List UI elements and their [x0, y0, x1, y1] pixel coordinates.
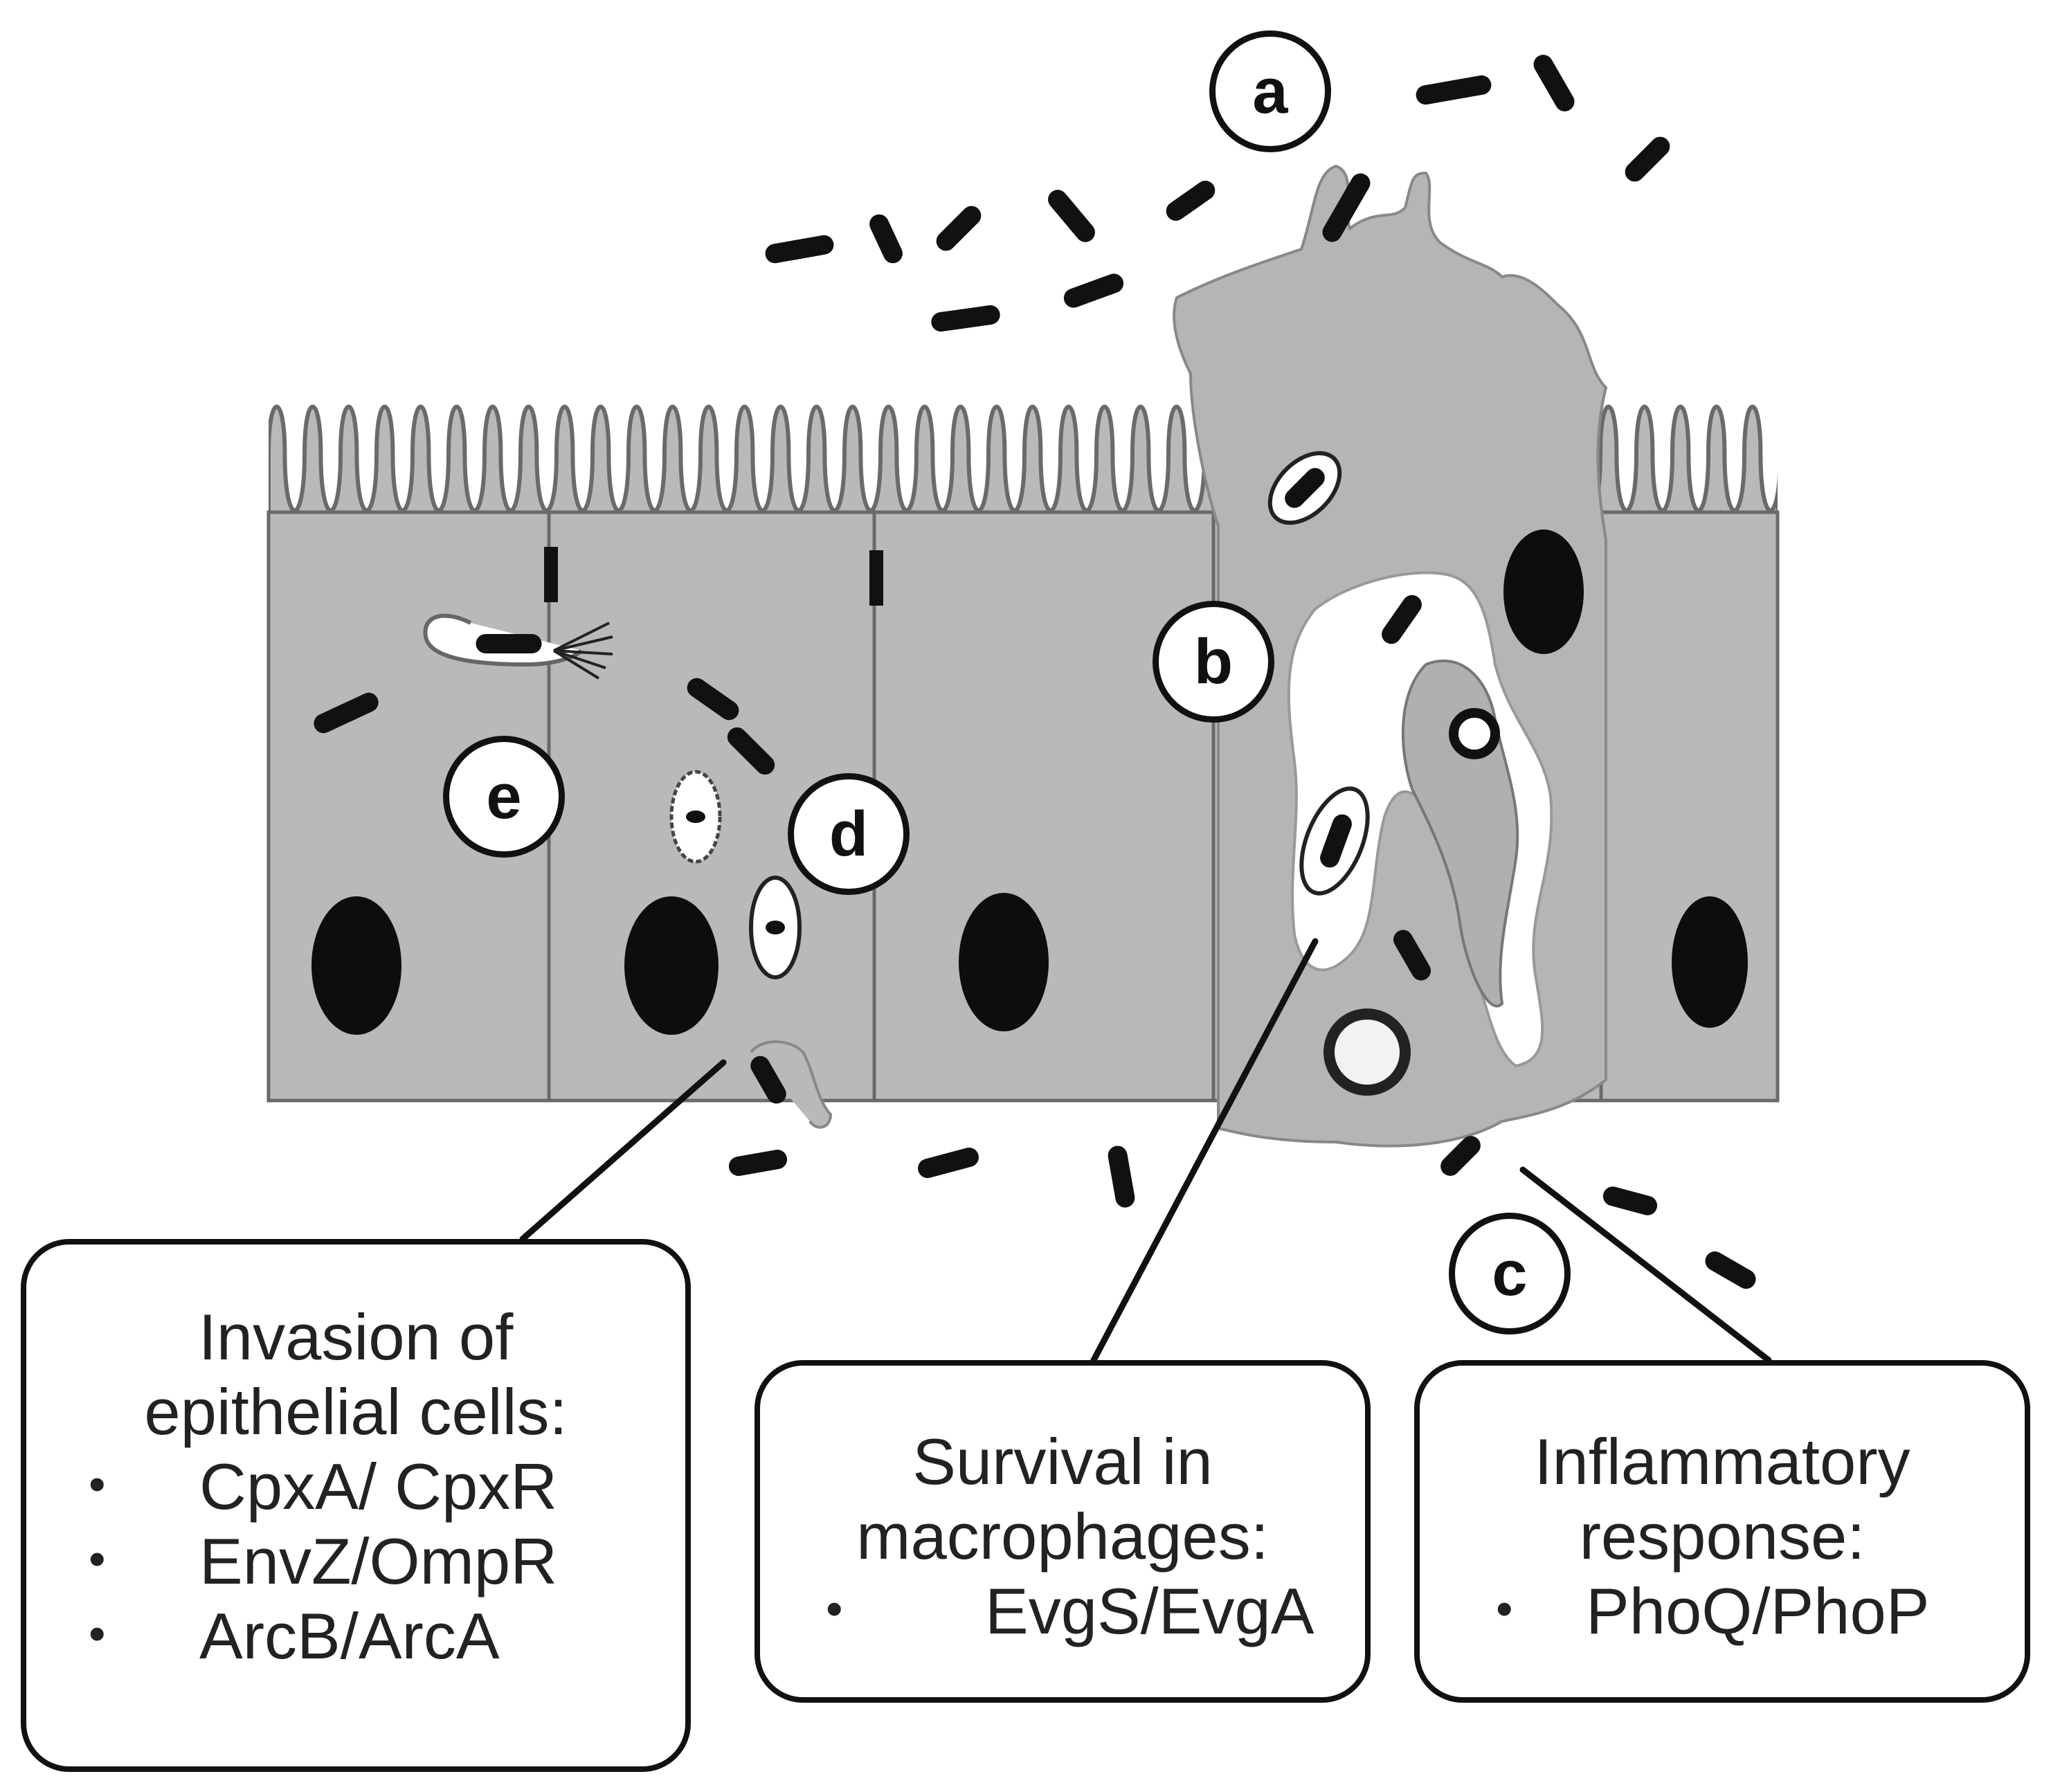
bacterium: [476, 634, 542, 653]
survival-title-line1: Survival in: [912, 1425, 1213, 1498]
epithelium: [266, 164, 1780, 1148]
leader-inflammatory: [1519, 1166, 1772, 1364]
invasion-item-1-text: CpxA/ CpxR: [199, 1450, 558, 1523]
tight-junction-2: [869, 550, 883, 606]
invasion-item-2-text: EnvZ/OmpR: [199, 1525, 558, 1598]
bacterium: [936, 206, 982, 251]
nucleus-5: [1672, 896, 1748, 1028]
inflammatory-item-1: •PhoQ/PhoP: [1496, 1575, 1930, 1648]
bacteria-group: [314, 55, 1756, 1289]
nucleus-4: [1503, 530, 1584, 654]
invasion-item-3: •ArcB/ArcA: [89, 1600, 500, 1673]
label-a: a: [1209, 30, 1331, 152]
bacterium: [727, 727, 775, 775]
bacterium: [1382, 595, 1422, 644]
bacterium: [1393, 930, 1431, 981]
bacterium: [1602, 1186, 1658, 1215]
bacterium: [1533, 55, 1575, 111]
label-b: b: [1153, 601, 1274, 723]
invasion-list: •CpxA/ CpxR •EnvZ/OmpR •ArcB/ArcA: [89, 1449, 685, 1674]
bacterium: [1416, 75, 1492, 105]
bacterium: [1625, 136, 1670, 182]
invasion-item-2: •EnvZ/OmpR: [89, 1525, 558, 1598]
inflammatory-item-1-text: PhoQ/PhoP: [1586, 1575, 1930, 1648]
leader-invasion: [519, 1059, 727, 1242]
invasion-item-1: •CpxA/ CpxR: [89, 1450, 558, 1523]
bacterium: [686, 811, 705, 823]
bacterium: [750, 1056, 786, 1104]
callout-invasion: Invasion of epithelial cells: •CpxA/ Cpx…: [21, 1239, 691, 1772]
nucleus-1: [311, 896, 401, 1035]
bacterium: [1048, 190, 1095, 242]
label-d: d: [788, 773, 910, 895]
survival-title-line2: macrophages:: [856, 1500, 1269, 1573]
survival-item-1-text: EvgS/EvgA: [985, 1575, 1314, 1648]
bacterium: [1705, 1251, 1756, 1289]
tight-junction-1: [544, 547, 558, 602]
bacterium: [869, 214, 903, 264]
leader-survival: [1090, 938, 1319, 1364]
bacterium: [1166, 181, 1216, 221]
label-c: c: [1449, 1213, 1571, 1334]
invasion-title-line2: epithelial cells:: [144, 1375, 568, 1449]
nucleus-2: [624, 896, 719, 1035]
bacterium: [1322, 173, 1371, 242]
bacterium: [931, 305, 1000, 332]
inflammatory-title-line2: response:: [1579, 1500, 1865, 1573]
bacterium: [1108, 1146, 1135, 1208]
bacterium: [1320, 814, 1352, 868]
inflammatory-title-line1: Inflammatory: [1534, 1425, 1910, 1498]
invasion-title-line1: Invasion of: [198, 1301, 514, 1373]
label-e: e: [443, 736, 565, 858]
bacterium: [728, 1150, 788, 1176]
survival-item-1: •EvgS/EvgA: [826, 1575, 1314, 1648]
bacterium: [766, 921, 785, 934]
invasion-item-3-text: ArcB/ArcA: [199, 1600, 500, 1673]
leader-lines: [519, 938, 1772, 1364]
nucleus-3: [959, 893, 1049, 1031]
bacterium: [687, 678, 739, 721]
bacterium: [765, 235, 834, 264]
phagosome: [1449, 708, 1500, 759]
callout-survival: Survival in macrophages: •EvgS/EvgA: [755, 1360, 1371, 1703]
exit-pocket: [750, 1040, 833, 1129]
lymphocyte: [1323, 1008, 1411, 1096]
ruffle-lines: [552, 622, 613, 680]
callout-inflammatory: Inflammatory response: •PhoQ/PhoP: [1414, 1360, 2030, 1703]
epithelial-cell-3: [872, 510, 1216, 1103]
bacterium: [918, 1147, 979, 1179]
inflammatory-list: •PhoQ/PhoP: [1496, 1574, 2025, 1649]
bacterium: [1440, 1136, 1481, 1176]
bacterium: [1285, 468, 1325, 508]
bacterium: [314, 692, 379, 734]
survival-list: •EvgS/EvgA: [826, 1574, 1365, 1649]
bacterium: [1063, 273, 1124, 308]
